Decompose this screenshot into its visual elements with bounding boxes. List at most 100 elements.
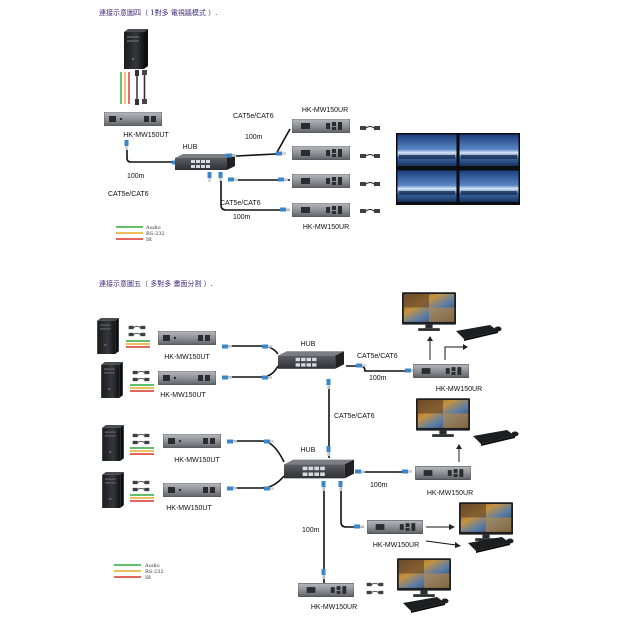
distance-label: 100m — [245, 134, 263, 141]
rj45-plug-icon — [280, 207, 290, 212]
receiver-box-icon — [292, 174, 350, 188]
cable-type-label: CAT5e/CAT6 — [220, 200, 261, 207]
receiver-label: HK-MW150UR — [373, 542, 419, 549]
pc-tower-icon — [102, 425, 124, 461]
hdmi-cable-icon — [360, 125, 380, 131]
monitor-icon — [459, 502, 513, 541]
source-group-1 — [97, 318, 150, 354]
video-wall-icon — [396, 133, 520, 205]
keyboard-mouse-icon — [456, 325, 502, 341]
receiver-label: HK-MW150UR — [436, 386, 482, 393]
legend-audio: Audio — [144, 563, 160, 569]
legend-ir: IR — [145, 575, 151, 581]
rj45-plug-icon — [218, 172, 223, 182]
cable-type-label: CAT5e/CAT6 — [233, 113, 274, 120]
legend-audio: Audio — [145, 225, 161, 231]
source-group-4 — [102, 472, 154, 508]
transmitter-box-icon — [104, 112, 162, 126]
hub-label: HUB — [183, 144, 198, 151]
source-group-3 — [102, 425, 154, 461]
receiver-label: HK-MW150UR — [311, 604, 357, 611]
rj45-plug-icon — [276, 151, 286, 156]
legend-rs232: RS-232 — [146, 231, 165, 237]
pc-tower-icon — [101, 362, 123, 398]
distance-label: 100m — [233, 214, 251, 221]
receiver-box-icon — [292, 146, 350, 160]
transmitter-label: HK-MW150UT — [166, 505, 212, 512]
hdmi-cable-icon — [132, 480, 150, 485]
usb-cable-icon — [132, 440, 150, 445]
monitor-icon — [402, 292, 456, 331]
transmitter-label: HK-MW150UT — [123, 132, 169, 139]
receiver-box-icon — [292, 119, 350, 133]
cable-type-label: CAT5e/CAT6 — [108, 191, 149, 198]
keyboard-mouse-icon — [468, 537, 514, 553]
rj45-plug-icon — [321, 481, 326, 491]
hub-switch-icon — [284, 459, 354, 479]
keyboard-mouse-icon — [473, 430, 519, 446]
receiver-box-icon — [367, 520, 423, 534]
rj45-plug-icon — [222, 344, 232, 349]
network-cable — [220, 181, 290, 211]
network-cable — [231, 475, 285, 489]
legend-ir: IR — [146, 237, 152, 243]
hub-switch-icon — [278, 351, 344, 369]
monitor-icon — [416, 398, 470, 437]
cable-type-label: CAT5e/CAT6 — [357, 353, 398, 360]
workstation-2 — [416, 398, 519, 462]
hub-label: HUB — [301, 341, 316, 348]
usb-cable-icon — [132, 487, 150, 492]
rj45-plug-icon — [321, 569, 326, 579]
receiver-box-icon — [298, 583, 354, 597]
rj45-plug-icon — [228, 177, 238, 182]
diagram1-title: 連接示意圖四（ 1對多 電視牆模式 ）. — [99, 8, 217, 17]
hdmi-cable-icon — [360, 208, 380, 214]
transmitter-label: HK-MW150UT — [164, 354, 210, 361]
hdmi-cable-icon — [128, 325, 146, 330]
distance-label: 100m — [370, 482, 388, 489]
legend-rs232: RS-232 — [145, 569, 164, 575]
rj45-plug-icon — [264, 486, 274, 491]
hdmi-cable-icon — [366, 582, 384, 587]
hdmi-cable-icon — [132, 370, 150, 375]
usb-cable-icon — [128, 332, 146, 337]
hub-label: HUB — [301, 447, 316, 454]
rj45-plug-icon — [278, 177, 288, 182]
rj45-plug-icon — [124, 140, 129, 150]
av-cable-bundle-icon — [120, 70, 147, 105]
receiver-box-icon — [413, 364, 469, 378]
receiver-label: HK-MW150UR — [302, 107, 348, 114]
legend: Audio RS-232 IR — [114, 563, 164, 581]
pc-tower-icon — [97, 318, 119, 354]
usb-cable-icon — [132, 377, 150, 382]
monitor-icon — [397, 558, 451, 597]
rj45-plug-icon — [326, 446, 331, 456]
rj45-plug-icon — [207, 172, 212, 182]
workstation-1 — [402, 292, 502, 360]
network-cable — [126, 150, 177, 163]
hdmi-cable-icon — [360, 181, 380, 187]
receiver-label: HK-MW150UR — [303, 224, 349, 231]
receiver-box-icon — [292, 203, 350, 217]
pc-tower-icon — [124, 29, 148, 69]
rj45-plug-icon — [227, 486, 237, 491]
transmitter-label: HK-MW150UT — [174, 457, 220, 464]
hdmi-cable-icon — [360, 153, 380, 159]
distance-label: 100m — [369, 375, 387, 382]
workstation-4 — [366, 558, 451, 613]
distance-label: 100m — [302, 527, 320, 534]
transmitter-box-icon — [163, 483, 221, 497]
network-cable — [226, 365, 279, 378]
keyboard-mouse-icon — [403, 597, 449, 613]
distance-label: 100m — [127, 173, 145, 180]
workstation-3 — [425, 502, 514, 553]
source-group-2 — [101, 362, 154, 398]
cable-type-label: CAT5e/CAT6 — [334, 413, 375, 420]
hdmi-cable-icon — [132, 433, 150, 438]
legend: Audio RS-232 IR — [116, 225, 165, 243]
transmitter-label: HK-MW150UT — [160, 392, 206, 399]
receiver-label: HK-MW150UR — [427, 490, 473, 497]
rj45-plug-icon — [222, 375, 232, 380]
network-cable — [231, 440, 285, 463]
